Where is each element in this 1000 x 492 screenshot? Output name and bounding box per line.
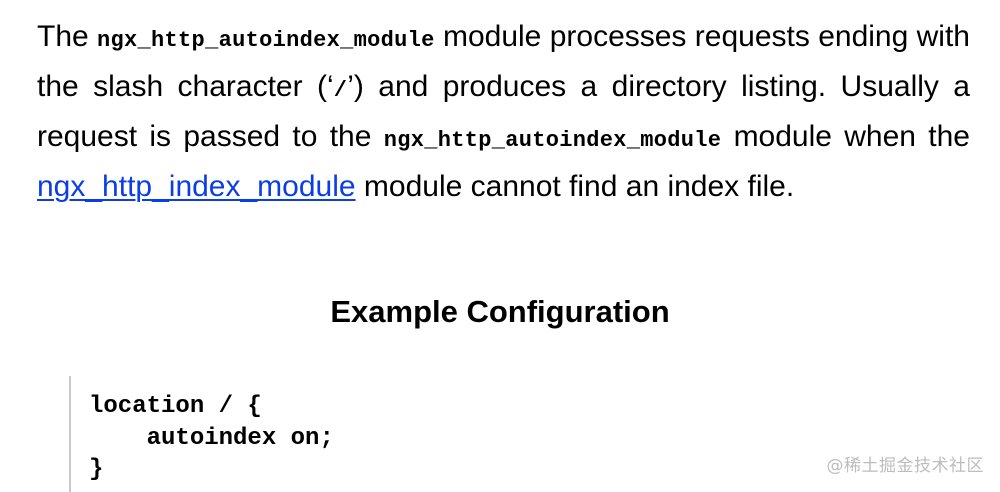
section-heading: Example Configuration xyxy=(330,294,670,329)
code-block: location / { autoindex on; } xyxy=(69,376,769,492)
watermark: @稀土掘金技术社区 xyxy=(826,456,984,476)
text-segment: The xyxy=(37,20,98,53)
code-block-text: location / { autoindex on; } xyxy=(89,393,334,483)
index-module-link[interactable]: ngx_http_index_module xyxy=(37,170,356,203)
inline-code-slash: / xyxy=(333,78,348,103)
intro-paragraph: The ngx_http_autoindex_module module pro… xyxy=(37,14,970,210)
text-segment: module when the xyxy=(721,120,970,153)
inline-code-autoindex-module: ngx_http_autoindex_module xyxy=(97,28,435,53)
inline-code-autoindex-module: ngx_http_autoindex_module xyxy=(383,128,722,153)
text-segment: module cannot find an index file. xyxy=(355,170,795,203)
text-segment: module processes requests ending with th… xyxy=(37,20,970,103)
text-segment: ’) and produces a directory listing. Usu… xyxy=(37,70,970,153)
